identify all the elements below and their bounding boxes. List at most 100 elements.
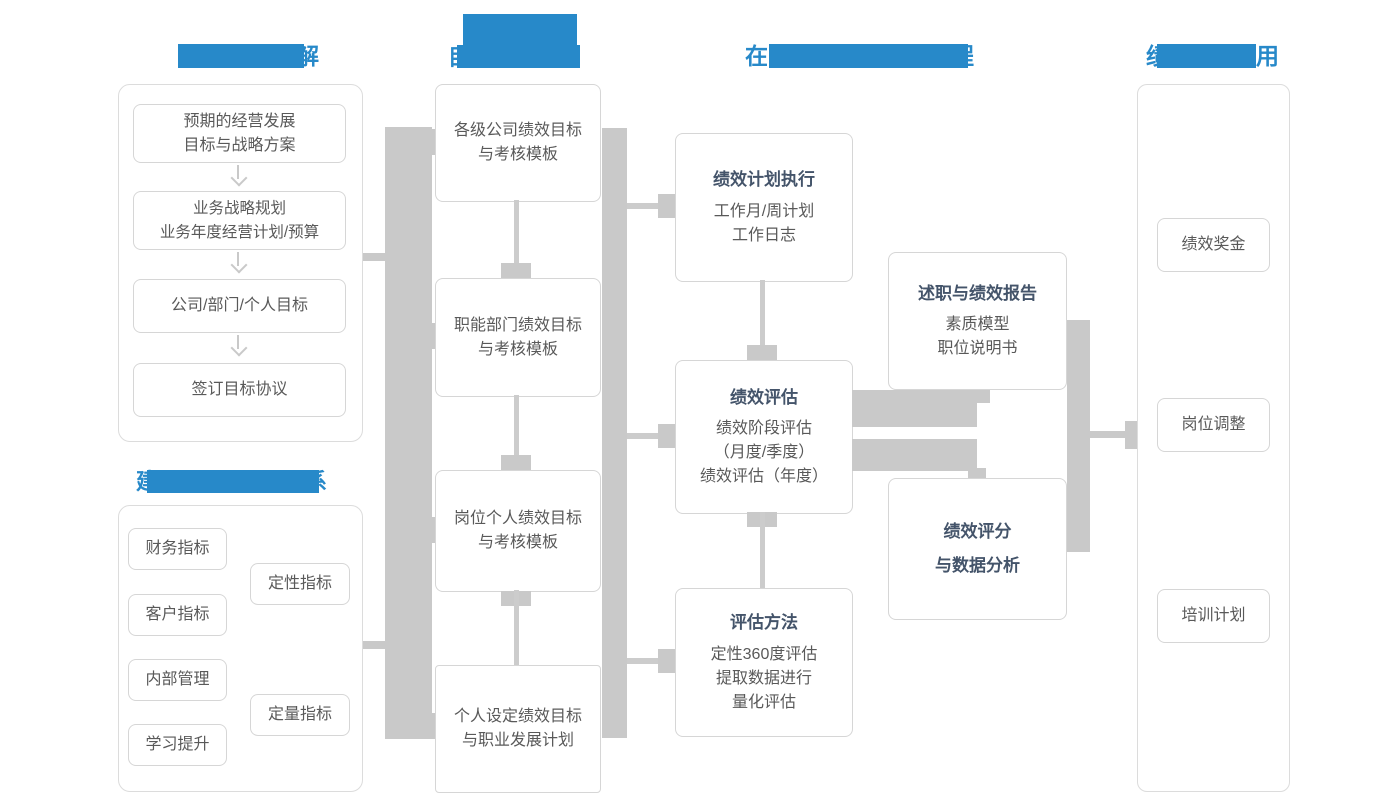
down-arrow	[237, 335, 239, 349]
box-text-line: 内部管理	[145, 671, 210, 688]
box-financial-indicators: 财务指标	[128, 528, 227, 570]
box-text-line: 素质模型	[945, 316, 1010, 334]
connector-arrow-block	[658, 649, 675, 673]
connector-bump	[425, 517, 437, 543]
connector-line	[760, 512, 765, 588]
connector-line	[1090, 431, 1125, 438]
box-title: 绩效评分	[943, 522, 1012, 541]
box-text-line: （月度/季度）	[713, 444, 815, 462]
box-text-line: 与考核模板	[477, 534, 558, 551]
connector-bump	[425, 713, 437, 739]
box-customer-indicators: 客户指标	[128, 594, 227, 636]
connector-line	[514, 590, 519, 665]
box-company-dept-personal-goals: 公司/部门/个人目标	[133, 279, 346, 333]
box-quantitative-indicators: 定量指标	[250, 694, 350, 736]
down-arrow	[237, 252, 239, 266]
connector-stub-strategy	[363, 253, 385, 261]
box-title: 评估方法	[730, 613, 798, 633]
box-position-performance-template: 岗位个人绩效目标 与考核模板	[435, 470, 601, 592]
box-text-line: 预期的经营发展	[183, 112, 296, 130]
box-text-line: 签订目标协议	[191, 381, 288, 398]
connector-line	[514, 200, 519, 278]
box-text-line: 个人设定绩效目标	[453, 708, 582, 725]
connector-arrow-block	[658, 194, 675, 218]
box-expected-business-goals: 预期的经营发展 目标与战略方案	[133, 104, 346, 163]
box-learning-improvement: 学习提升	[128, 724, 227, 766]
box-text-line: 职能部门绩效目标	[453, 316, 582, 334]
box-text-line: 岗位个人绩效目标	[453, 510, 582, 527]
header-highlight-bar	[1157, 44, 1256, 68]
box-performance-plan-execution: 绩效计划执行 工作月/周计划 工作日志	[675, 133, 853, 282]
box-company-performance-template: 各级公司绩效目标 与考核模板	[435, 84, 601, 202]
box-title: 绩效评估	[730, 387, 798, 407]
box-text-line: 业务战略规划	[192, 200, 286, 218]
connector-line	[627, 658, 658, 664]
box-business-strategy-plan: 业务战略规划 业务年度经营计划/预算	[133, 191, 346, 250]
connector-line	[514, 395, 519, 470]
connector-bump	[425, 323, 437, 349]
connector-arrow-block	[501, 263, 531, 278]
box-text-line: 职位说明书	[937, 340, 1018, 358]
box-text-line: 公司/部门/个人目标	[171, 297, 308, 314]
header-highlight-bar	[769, 44, 968, 68]
box-text-line: 业务年度经营计划/预算	[159, 223, 320, 241]
connector-line	[760, 280, 765, 360]
box-text-line: 目标与战略方案	[183, 136, 296, 154]
box-text-line: 工作日志	[731, 226, 796, 244]
box-report-debriefing: 述职与绩效报告 素质模型 职位说明书	[888, 252, 1067, 390]
header-highlight-bar	[178, 44, 304, 68]
connector-thick-bar-1	[852, 390, 977, 427]
box-text-line: 提取数据进行	[715, 669, 812, 687]
box-performance-bonus: 绩效奖金	[1157, 218, 1270, 272]
box-text-line: 绩效阶段评估	[715, 420, 812, 438]
connector-line	[627, 433, 658, 439]
box-text-line: 岗位调整	[1181, 416, 1246, 433]
connector-line	[627, 203, 658, 209]
connector-arrow-block	[747, 345, 777, 360]
box-title: 与数据分析	[935, 556, 1020, 575]
box-department-performance-template: 职能部门绩效目标 与考核模板	[435, 278, 601, 397]
box-text-line: 客户指标	[145, 606, 210, 623]
box-text-line: 量化评估	[731, 693, 796, 711]
box-text-line: 各级公司绩效目标	[453, 122, 582, 139]
box-text-line: 定量指标	[267, 706, 332, 723]
connector-vertical-bar-1	[385, 127, 432, 739]
header-highlight-bar	[147, 470, 319, 493]
header-highlight-bar	[457, 45, 580, 68]
connector-vertical-bar-2	[602, 128, 627, 738]
box-performance-scoring: 绩效评分 与数据分析	[888, 478, 1067, 620]
box-title: 绩效计划执行	[713, 170, 815, 190]
box-internal-management: 内部管理	[128, 659, 227, 701]
box-text-line: 定性360度评估	[710, 645, 818, 663]
down-arrow	[237, 165, 239, 179]
box-personal-performance-template: 个人设定绩效目标 与职业发展计划	[435, 665, 601, 793]
box-text-line: 与考核模板	[477, 146, 558, 163]
connector-thick-bar-2	[852, 439, 977, 471]
box-text-line: 与考核模板	[477, 340, 558, 358]
box-training-plan: 培训计划	[1157, 589, 1270, 643]
header-fragment: 在	[745, 43, 768, 69]
connector-arrow-block	[1125, 421, 1140, 449]
box-qualitative-indicators: 定性指标	[250, 563, 350, 605]
connector-bump	[425, 129, 437, 155]
connector-notch	[968, 468, 986, 479]
header-fragment: 用	[1256, 43, 1279, 69]
box-sign-goal-agreement: 签订目标协议	[133, 363, 346, 417]
box-text-line: 培训计划	[1181, 607, 1246, 624]
connector-arrow-block	[658, 424, 675, 448]
box-text-line: 学习提升	[145, 736, 210, 753]
box-text-line: 与职业发展计划	[461, 732, 574, 749]
connector-stub-indicators	[363, 641, 385, 649]
box-performance-evaluation: 绩效评估 绩效阶段评估 （月度/季度） 绩效评估（年度）	[675, 360, 853, 514]
box-text-line: 定性指标	[267, 575, 332, 592]
box-text-line: 绩效奖金	[1181, 236, 1246, 253]
box-text-line: 工作月/周计划	[713, 202, 815, 220]
box-title: 述职与绩效报告	[918, 283, 1037, 303]
connector-arrow-block	[501, 455, 531, 470]
header-highlight-block	[463, 14, 577, 45]
box-text-line: 财务指标	[145, 540, 210, 557]
connector-vertical-bar-3	[1067, 320, 1090, 552]
box-text-line: 绩效评估（年度）	[699, 468, 828, 486]
box-position-adjustment: 岗位调整	[1157, 398, 1270, 452]
box-evaluation-method: 评估方法 定性360度评估 提取数据进行 量化评估	[675, 588, 853, 737]
